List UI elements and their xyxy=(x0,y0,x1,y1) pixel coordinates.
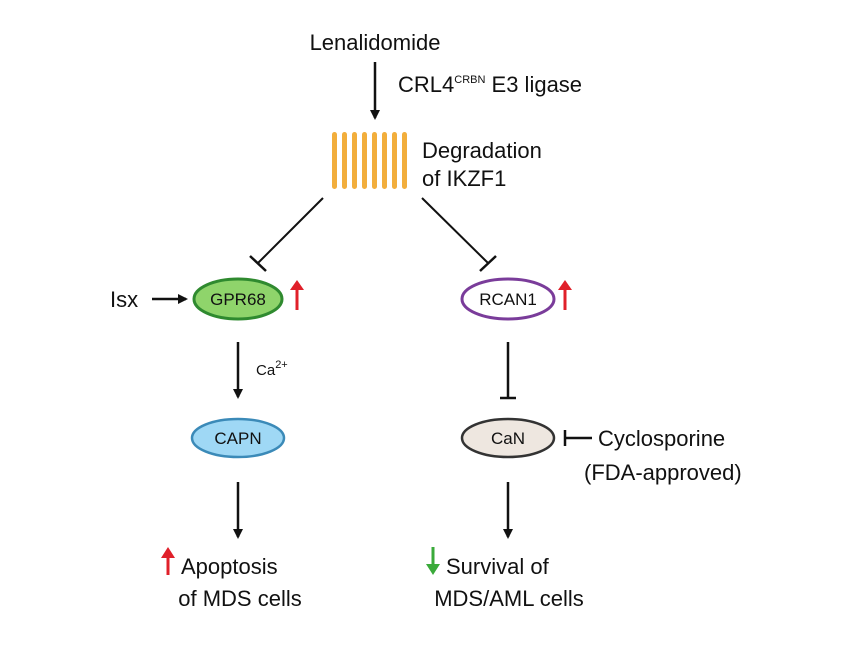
ikzf1-bars-icon xyxy=(332,132,407,189)
survival-line2: MDS/AML cells xyxy=(434,586,584,611)
fda-approved-label: (FDA-approved) xyxy=(584,460,742,485)
ikzf1-bar xyxy=(372,132,377,189)
ligase-label: CRL4CRBN E3 ligase xyxy=(398,72,582,97)
can-node xyxy=(460,417,556,459)
cyclosporine-label: Cyclosporine xyxy=(598,426,725,451)
can-label: CaN xyxy=(491,429,525,448)
rcan1-up-arrow-icon xyxy=(558,280,572,310)
inhibit-cyclosporine-can xyxy=(563,430,592,446)
ikzf1-bar xyxy=(342,132,347,189)
capn-label: CAPN xyxy=(214,429,261,448)
rcan1-node xyxy=(460,277,556,321)
apoptosis-up-arrow-icon xyxy=(161,547,175,575)
capn-node xyxy=(190,417,286,459)
apoptosis-line1: Apoptosis xyxy=(181,554,278,579)
rcan1-label: RCAN1 xyxy=(479,290,537,309)
gpr68-up-arrow-icon xyxy=(290,280,304,310)
gpr68-label: GPR68 xyxy=(210,290,266,309)
ikzf1-bar xyxy=(402,132,407,189)
isx-label: Isx xyxy=(110,287,138,312)
gpr68-node xyxy=(192,277,284,321)
ikzf1-bar xyxy=(362,132,367,189)
survival-down-arrow-icon xyxy=(426,547,440,575)
inhibit-ikzf1-rcan1 xyxy=(421,197,497,272)
drug-label: Lenalidomide xyxy=(310,30,441,55)
ikzf1-bar xyxy=(382,132,387,189)
apoptosis-line2: of MDS cells xyxy=(178,586,301,611)
degradation-line1: Degradation xyxy=(422,138,542,163)
inhibit-rcan1-can xyxy=(500,342,516,400)
calcium-label: Ca2+ xyxy=(256,359,288,379)
ikzf1-bar xyxy=(392,132,397,189)
degradation-line2: of IKZF1 xyxy=(422,166,506,191)
survival-line1: Survival of xyxy=(446,554,550,579)
ikzf1-bar xyxy=(332,132,337,189)
inhibit-ikzf1-gpr68 xyxy=(249,197,324,272)
ikzf1-bar xyxy=(352,132,357,189)
